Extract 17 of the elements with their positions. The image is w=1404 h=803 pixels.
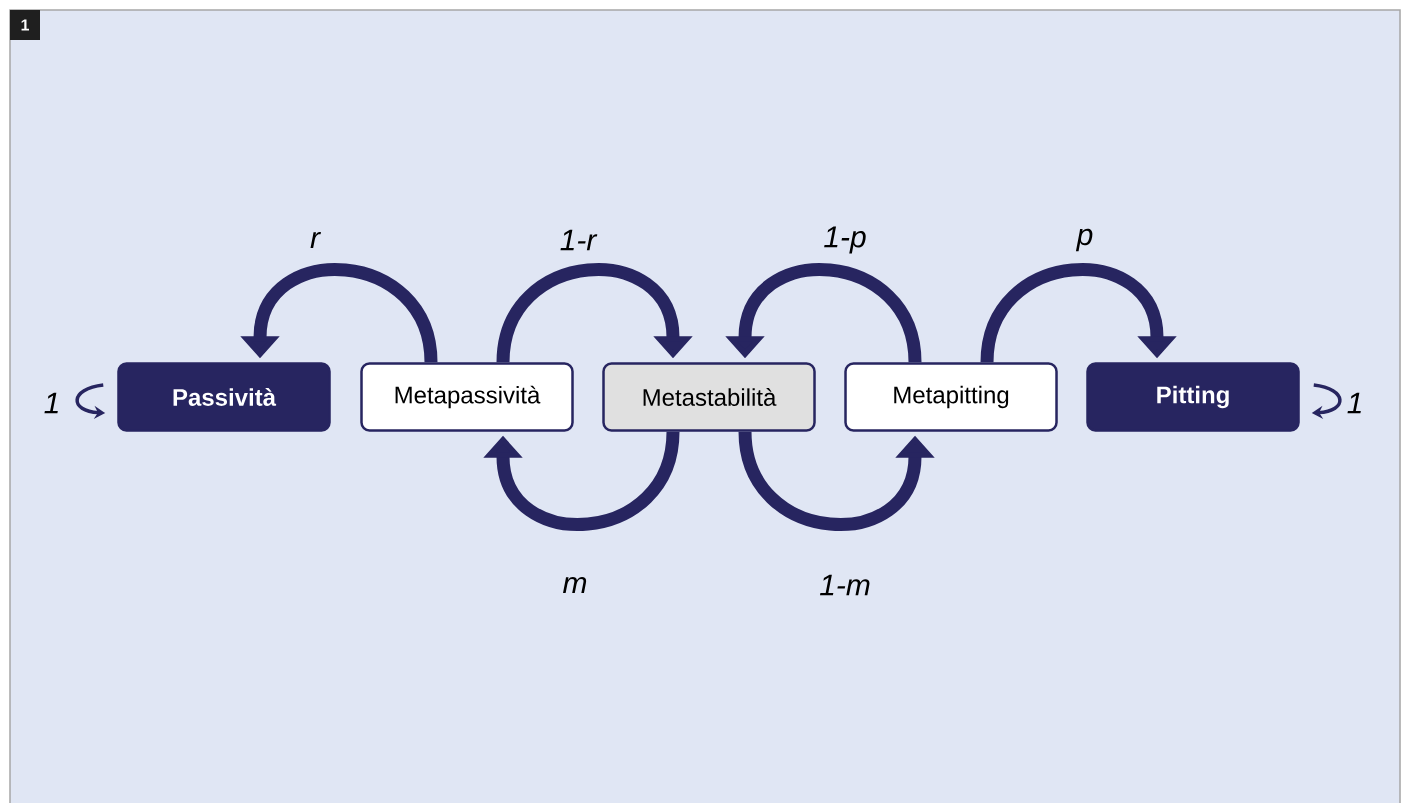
- panel-number: 1: [10, 10, 40, 40]
- curved-arrow: [980, 263, 1177, 364]
- edge-label: r: [310, 231, 321, 249]
- state-box: Metapitting: [844, 362, 1058, 432]
- curved-arrow: [483, 430, 680, 531]
- state-box: Passività: [117, 362, 331, 432]
- edge-label: 1: [44, 392, 58, 414]
- edge-label: 1-p: [824, 226, 866, 254]
- edge-label: 1-m: [819, 574, 870, 596]
- edge-label: p: [1075, 228, 1093, 252]
- edge-label: m: [563, 576, 587, 594]
- edge-label: 1-r: [560, 229, 598, 251]
- state-box: Pitting: [1086, 362, 1300, 432]
- state-box: Metastabilità: [602, 362, 816, 432]
- edge-label: 1: [1347, 392, 1361, 414]
- state-box: Metapassività: [360, 362, 574, 432]
- curved-arrow: [496, 263, 693, 364]
